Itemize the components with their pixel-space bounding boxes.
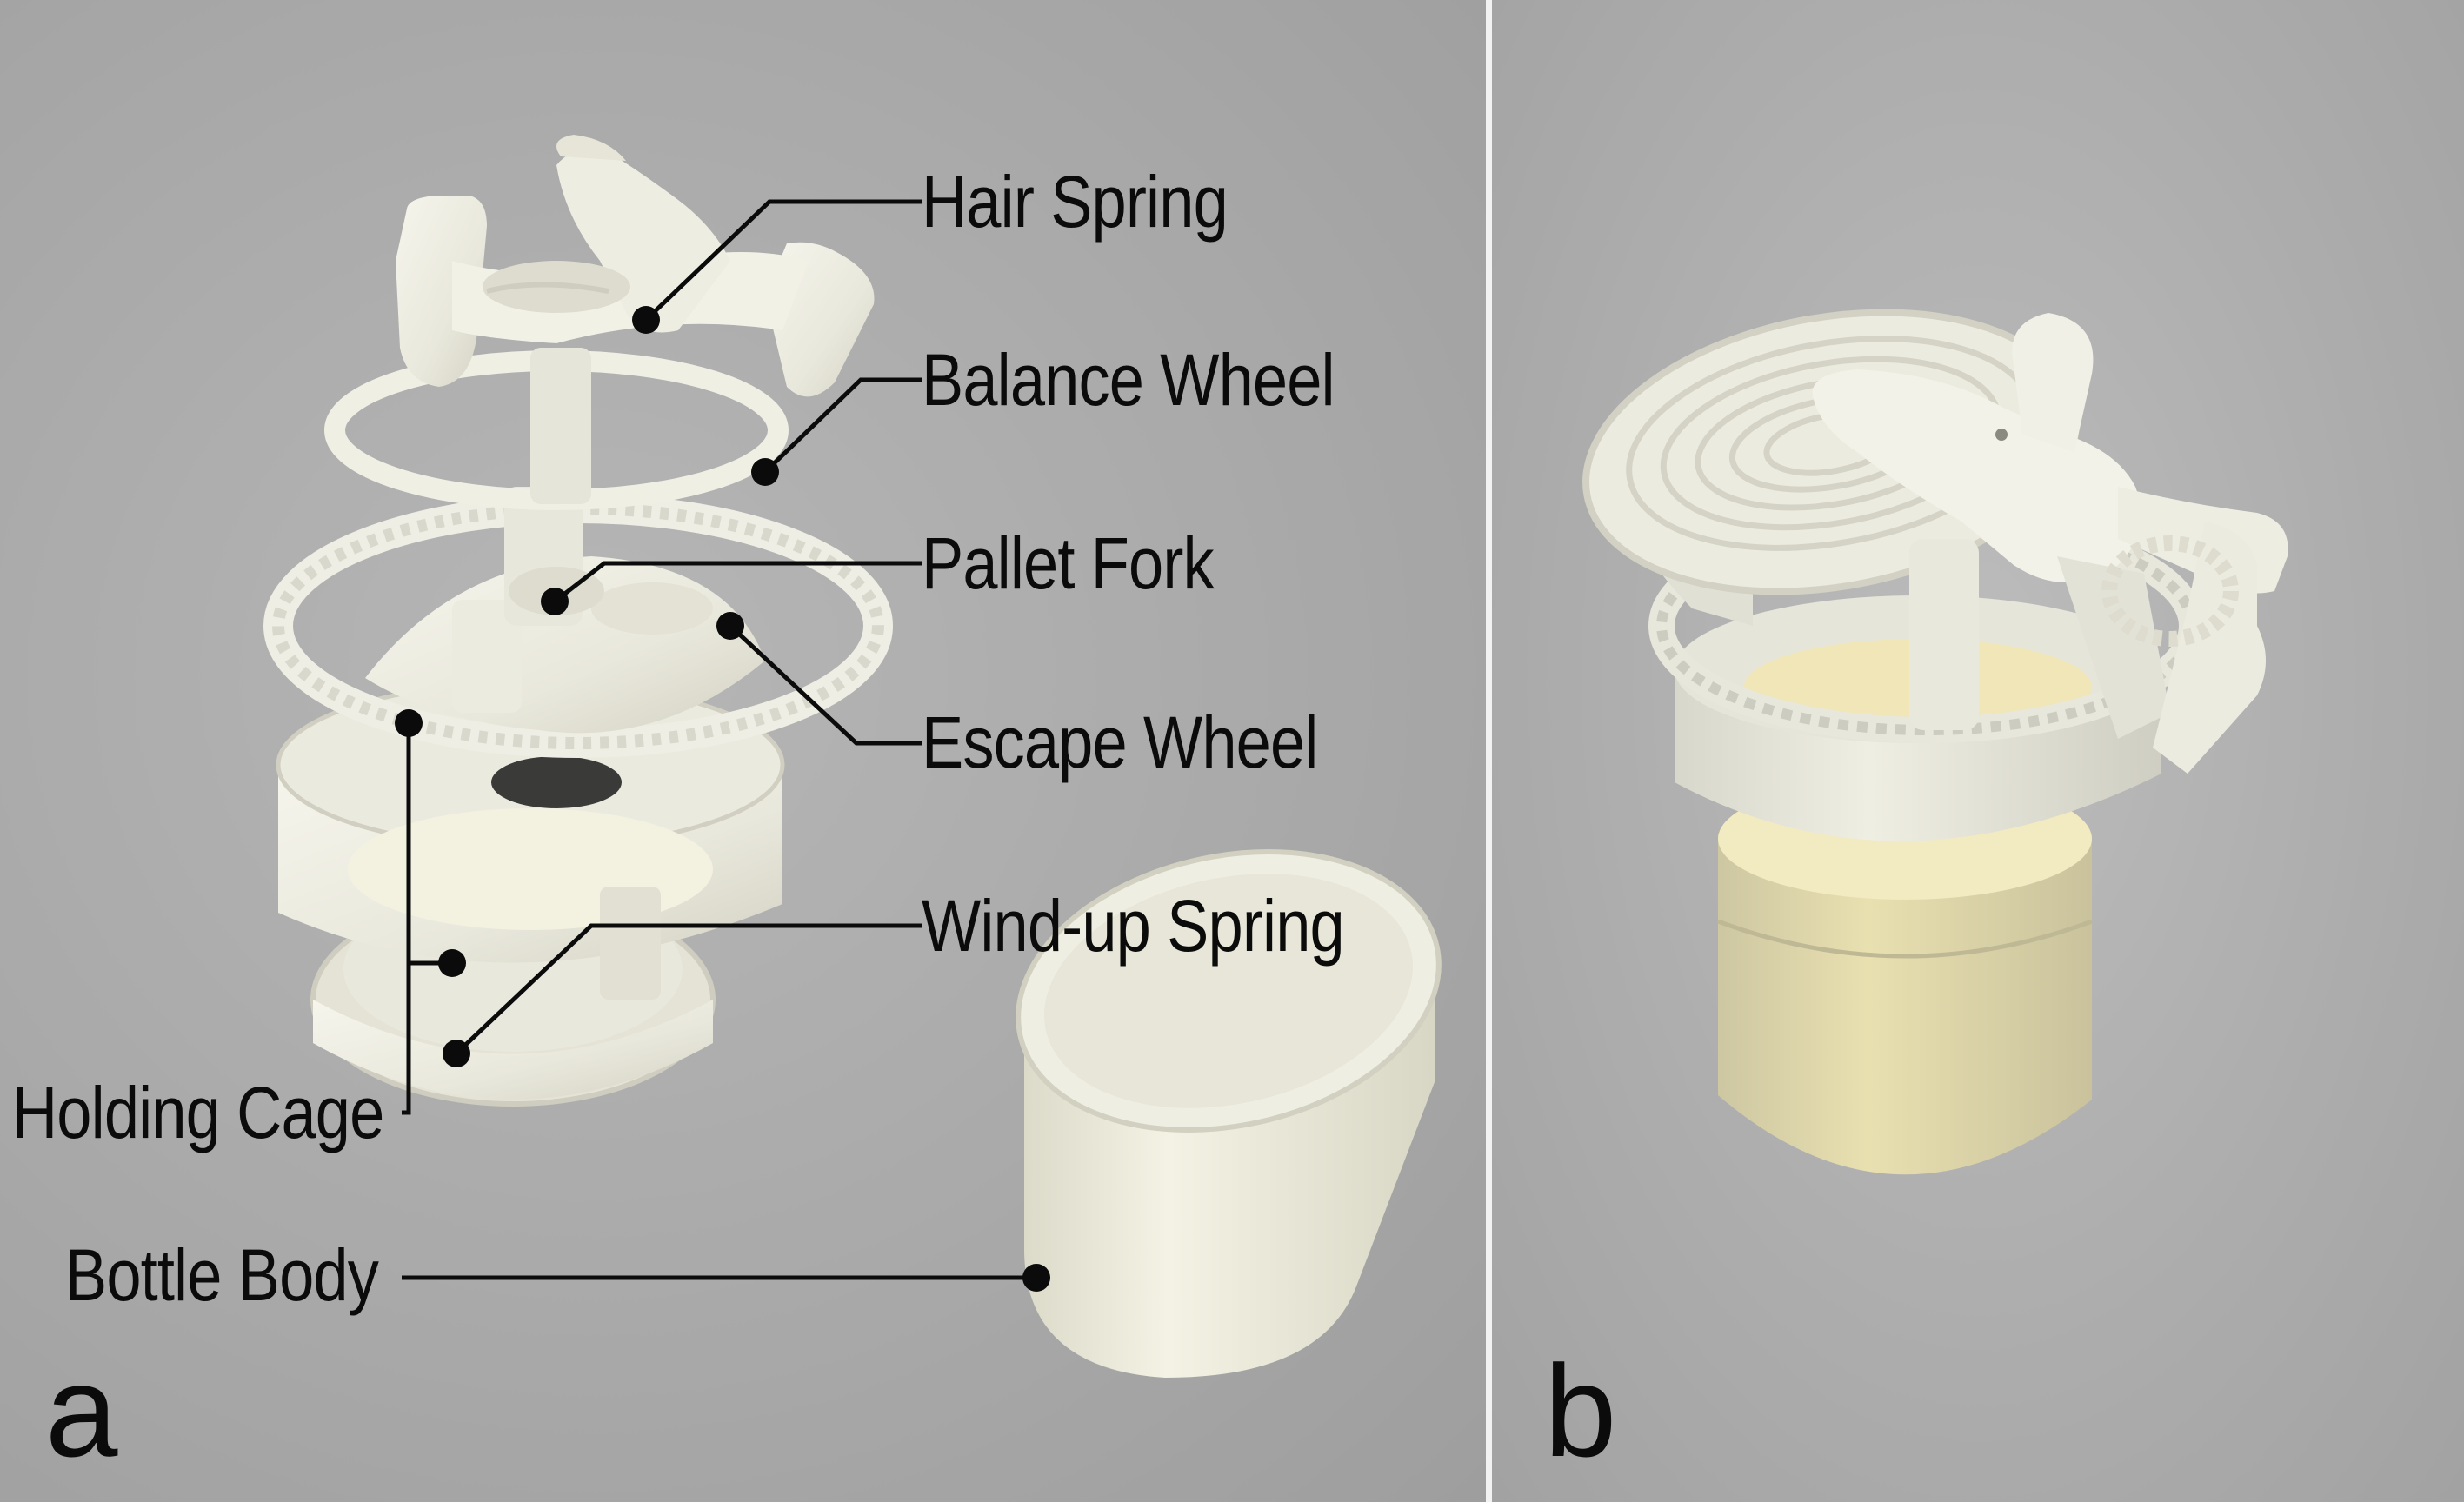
leader-lines — [402, 199, 1036, 1280]
dot-hair-spring — [632, 306, 660, 334]
leader-hair-spring — [644, 199, 922, 322]
label-pallet-fork: Pallet Fork — [922, 522, 1215, 604]
label-bottle-body: Bottle Body — [65, 1234, 379, 1316]
exploded-parts-drawing — [263, 135, 1442, 1378]
dot-holding-cage-upper — [395, 709, 423, 737]
hair-spring-part — [396, 135, 875, 397]
dot-holding-cage-lower — [438, 949, 466, 977]
panel-a-exploded-view: Hair Spring Balance Wheel Pallet Fork Es… — [0, 0, 1486, 1502]
dot-escape-wheel — [716, 612, 744, 640]
bottle-body-part — [1016, 849, 1442, 1378]
label-escape-wheel: Escape Wheel — [922, 701, 1318, 783]
dot-bottle-body — [1022, 1264, 1050, 1292]
label-wind-up-spring: Wind-up Spring — [922, 885, 1345, 967]
assembled-pallet-fork — [1812, 313, 2288, 739]
dot-pallet-fork — [541, 588, 569, 615]
panel-letter-b: b — [1544, 1338, 1617, 1484]
label-hair-spring: Hair Spring — [922, 161, 1229, 243]
label-balance-wheel: Balance Wheel — [922, 339, 1335, 421]
panel-divider — [1486, 0, 1492, 1502]
balance-wheel-part — [324, 348, 789, 510]
panel-letter-a: a — [45, 1338, 118, 1484]
assembled-bottle-drawing — [1582, 309, 2288, 1175]
leader-escape-wheel — [729, 624, 922, 746]
callout-dots — [395, 306, 1050, 1292]
leader-wind-up-spring — [455, 923, 922, 1055]
dot-wind-up-spring — [443, 1040, 470, 1067]
assembled-side-clamp — [2101, 522, 2266, 774]
dot-balance-wheel — [751, 458, 779, 486]
leader-balance-wheel — [763, 377, 922, 474]
leader-pallet-fork — [553, 561, 922, 603]
label-holding-cage: Holding Cage — [12, 1072, 384, 1153]
panel-b-assembled-view: b — [1492, 0, 2464, 1502]
